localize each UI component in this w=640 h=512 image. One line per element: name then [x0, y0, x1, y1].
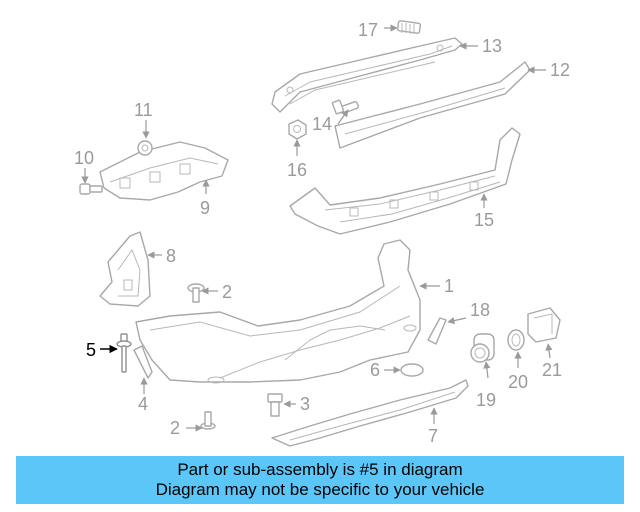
part-2-screw-upper [187, 283, 205, 303]
callout-4: 4 [138, 394, 148, 414]
part-6-pad [400, 363, 424, 377]
part-10-screw [79, 183, 103, 195]
callout-2-lower: 2 [170, 418, 180, 438]
callout-7: 7 [428, 426, 438, 446]
callout-10: 10 [74, 148, 94, 168]
part-20-ring [507, 329, 525, 351]
part-21-retainer [527, 307, 561, 343]
part-16-nut [288, 119, 307, 140]
callout-13: 13 [482, 36, 502, 56]
callout-19: 19 [476, 390, 496, 410]
part-8-guide [99, 231, 151, 307]
part-13-reinforcement [271, 37, 463, 113]
callout-9: 9 [200, 198, 210, 218]
part-11-clip [137, 140, 153, 156]
info-banner: Part or sub-assembly is #5 in diagram Di… [16, 456, 624, 504]
callout-12: 12 [550, 60, 570, 80]
callout-21: 21 [542, 360, 562, 380]
callout-2-upper: 2 [222, 282, 232, 302]
part-19-sensor [470, 333, 495, 363]
part-15-support [289, 127, 521, 235]
callout-16: 16 [287, 160, 307, 180]
callout-20: 20 [508, 372, 528, 392]
part-7-valance [271, 379, 469, 447]
banner-line-part: Part or sub-assembly is #5 in diagram [177, 460, 463, 479]
callout-15: 15 [474, 210, 494, 230]
callout-3: 3 [300, 394, 310, 414]
part-17-stud [396, 20, 422, 34]
leader-lines [81, 24, 553, 432]
part-18-bezel [427, 317, 447, 345]
part-2-screw-lower [200, 411, 216, 430]
callout-5: 5 [86, 340, 96, 360]
callout-6: 6 [370, 360, 380, 380]
parts-diagram: 17 13 12 11 14 10 16 9 15 8 2 1 18 5 6 2… [74, 20, 570, 447]
part-4-reflector [133, 345, 153, 379]
callout-1: 1 [444, 276, 454, 296]
callout-14: 14 [312, 114, 332, 134]
callout-17: 17 [358, 20, 378, 40]
banner-line-disclaimer: Diagram may not be specific to your vehi… [155, 480, 485, 499]
part-14-bolt [331, 99, 359, 115]
part-9-bracket [99, 141, 229, 201]
part-1-bumper-cover [135, 239, 421, 384]
part-3-bolt [267, 393, 283, 417]
callout-11: 11 [134, 100, 153, 120]
callout-8: 8 [166, 246, 176, 266]
callout-18: 18 [470, 300, 490, 320]
part-5-rivet [116, 333, 132, 373]
